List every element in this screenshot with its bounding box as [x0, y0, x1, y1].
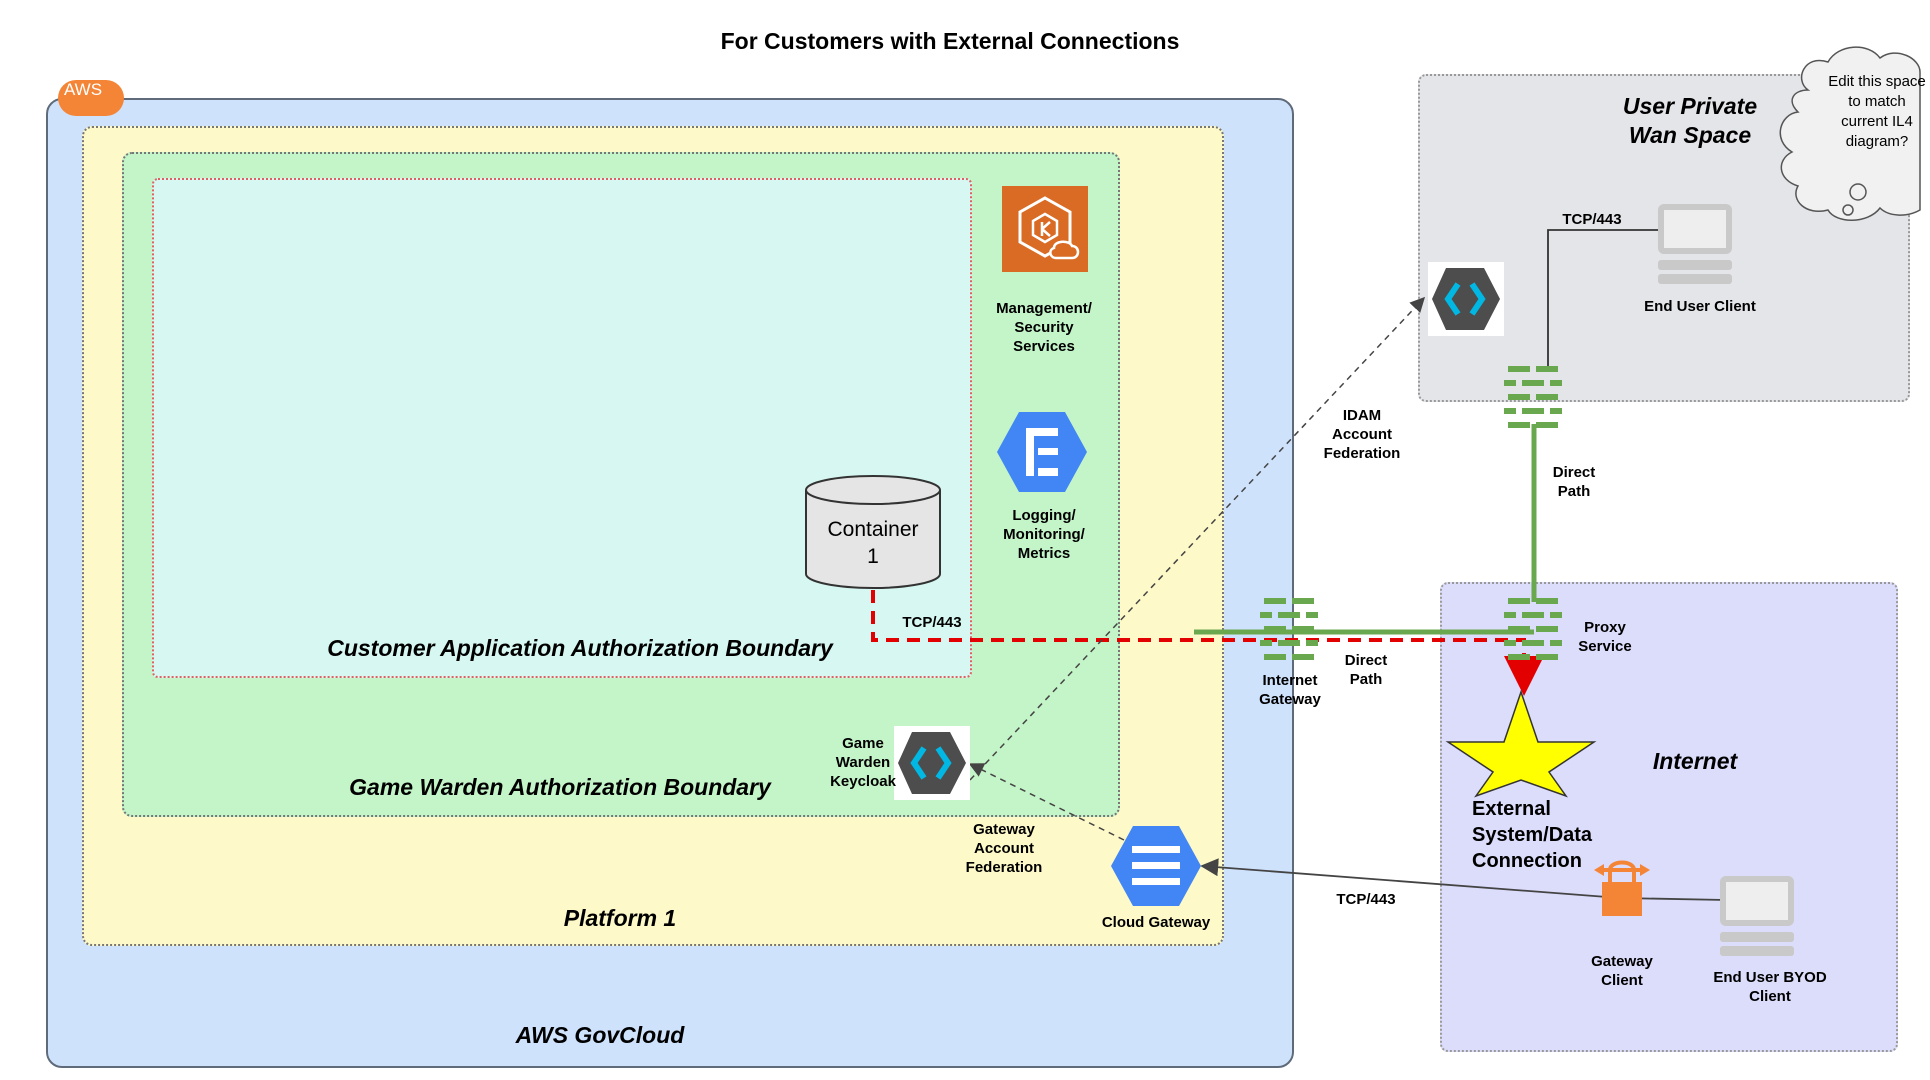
management-security-icon: [1002, 186, 1088, 272]
logging-monitoring-icon: [997, 412, 1087, 492]
customer-app-label: Customer Application Authorization Bound…: [327, 635, 833, 661]
end-user-client-icon: [1658, 204, 1732, 284]
keycloak-icon: [894, 726, 970, 800]
gateway-federation-link: [968, 763, 1125, 841]
wan-edge-icon: [1504, 366, 1562, 428]
container-label: Container 1: [827, 518, 919, 568]
cloud-gateway-label: Cloud Gateway: [1101, 914, 1211, 931]
external-system-label: External System/Data Connection: [1472, 798, 1593, 872]
aws-badge: [58, 80, 124, 116]
note-bubble-dots: [1842, 183, 1867, 216]
platform1-label: Platform 1: [563, 905, 677, 931]
aws-badge-label: AWS: [63, 80, 103, 99]
internet-gateway-label: Internet Gateway: [1259, 672, 1321, 708]
direct-path-wan-label: Direct Path: [1552, 464, 1596, 500]
idam-federation-link: [969, 296, 1426, 781]
tcp-end-user-label: TCP/443: [1562, 211, 1622, 228]
gateway-client-icon: [1594, 860, 1650, 916]
game-warden-label: Game Warden Authorization Boundary: [349, 774, 771, 800]
gateway-client-label: Gateway Client: [1591, 953, 1653, 989]
tcp-container-label: TCP/443: [902, 614, 962, 631]
byod-client-label: End User BYOD Client: [1713, 969, 1827, 1005]
idam-federation-label: IDAM Account Federation: [1323, 407, 1401, 462]
keycloak-label: Game Warden Keycloak: [830, 735, 896, 790]
container-cylinder-icon: [805, 475, 941, 589]
cloud-gateway-icon: [1111, 826, 1201, 906]
user-private-wan-label: User Private Wan Space: [1622, 93, 1758, 148]
note-cloud-shape: [1779, 46, 1921, 221]
tcp-byod-label: TCP/443: [1336, 891, 1396, 908]
diagram-title: For Customers with External Connections: [720, 28, 1180, 54]
end-user-client-link: [1547, 229, 1658, 366]
external-system-star-icon: [1445, 689, 1597, 798]
gateway-federation-label: Gateway Account Federation: [965, 821, 1043, 876]
aws-govcloud-label: AWS GovCloud: [515, 1022, 685, 1048]
note-text: Edit this space to match current IL4 dia…: [1828, 73, 1926, 150]
customer-app-boundary: [152, 178, 972, 678]
proxy-service-icon: [1504, 598, 1562, 660]
end-user-client-label: End User Client: [1644, 298, 1756, 315]
red-tcp-path: [871, 590, 1544, 696]
internet-label: Internet: [1652, 748, 1738, 774]
internet-gateway-icon: [1260, 598, 1318, 660]
logging-monitoring-label: Logging/ Monitoring/ Metrics: [1003, 507, 1085, 562]
wan-keycloak-icon: [1428, 262, 1504, 336]
byod-client-icon: [1720, 876, 1794, 956]
proxy-service-label: Proxy Service: [1578, 619, 1632, 655]
direct-path-igw-label: Direct Path: [1344, 652, 1388, 688]
management-security-label: Management/ Security Services: [996, 300, 1092, 355]
